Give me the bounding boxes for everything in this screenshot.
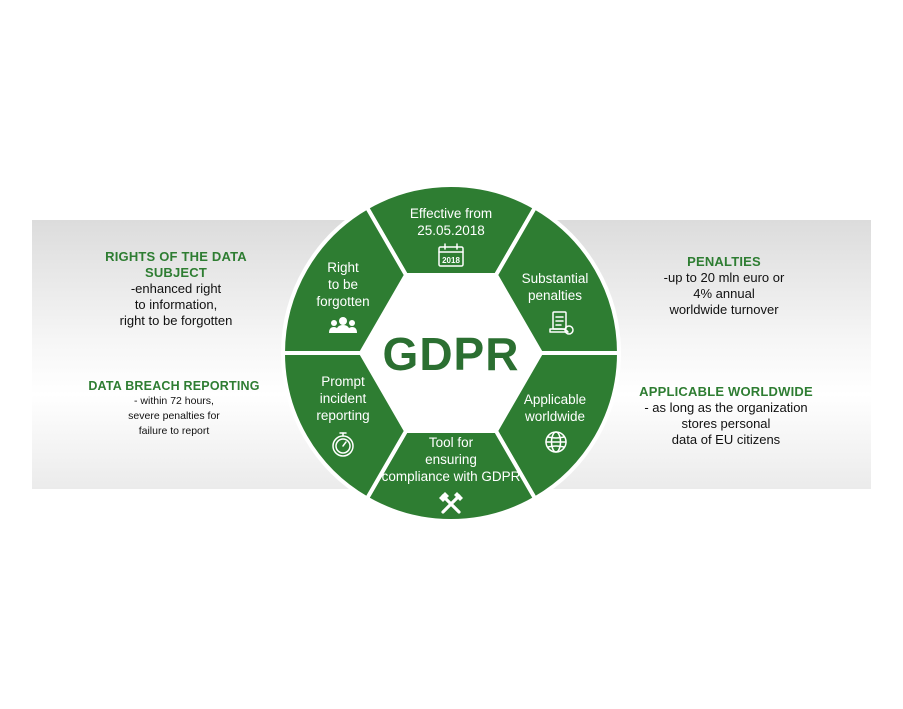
info-breach-body-line: failure to report — [138, 425, 210, 437]
info-worldwide-body-line: - as long as the organization — [644, 400, 808, 415]
info-worldwide-body-line: stores personal — [681, 416, 771, 431]
info-rights-body-line: to information, — [134, 297, 218, 312]
info-rights-heading: RIGHTS OF THE DATA SUBJECT — [62, 249, 290, 281]
info-breach-heading: DATA BREACH REPORTING — [60, 378, 288, 394]
segment-label-line: Substantial — [522, 271, 589, 286]
payment-icon — [549, 311, 574, 335]
info-rights-heading-line: RIGHTS OF THE DATA — [105, 249, 247, 264]
info-rights-body-line: right to be forgotten — [119, 313, 233, 328]
info-worldwide-heading-line: APPLICABLE WORLDWIDE — [639, 384, 813, 399]
info-breach: DATA BREACH REPORTING - within 72 hours,… — [60, 378, 288, 439]
info-penalties: PENALTIES -up to 20 mln euro or 4% annua… — [610, 254, 838, 318]
segment-label-line: penalties — [528, 288, 582, 303]
info-penalties-body-line: worldwide turnover — [669, 302, 779, 317]
segment-incident-label: Prompt incident reporting — [316, 374, 369, 423]
calendar-year-text: 2018 — [442, 256, 460, 265]
info-penalties-heading-line: PENALTIES — [687, 254, 761, 269]
globe-icon — [545, 431, 567, 453]
center-title: GDPR — [383, 328, 520, 380]
segment-label-line: 25.05.2018 — [417, 223, 485, 238]
segment-label-line: forgotten — [316, 294, 369, 309]
segment-label-line: Effective from — [410, 206, 492, 221]
info-penalties-body-line: 4% annual — [693, 286, 755, 301]
segment-worldwide-label: Applicable worldwide — [524, 392, 586, 424]
segment-penalties-label: Substantial penalties — [522, 271, 589, 303]
info-breach-body: - within 72 hours, severe penalties for … — [60, 394, 288, 439]
segment-label-line: worldwide — [524, 409, 585, 424]
info-rights-body: -enhanced right to information, right to… — [62, 281, 290, 329]
segment-label-line: Prompt — [321, 374, 365, 389]
segment-effective-label: Effective from 25.05.2018 — [410, 206, 492, 238]
segment-forgotten-label: Right to be forgotten — [316, 260, 369, 309]
segment-label-line: reporting — [316, 408, 369, 423]
info-penalties-body: -up to 20 mln euro or 4% annual worldwid… — [610, 270, 838, 318]
info-rights-body-line: -enhanced right — [130, 281, 222, 296]
segment-label-line: to be — [328, 277, 358, 292]
info-breach-body-line: - within 72 hours, — [134, 395, 214, 407]
info-breach-body-line: severe penalties for — [128, 410, 220, 422]
tools-icon — [439, 492, 463, 514]
info-worldwide-body: - as long as the organization stores per… — [612, 400, 840, 448]
info-worldwide-heading: APPLICABLE WORLDWIDE — [612, 384, 840, 400]
segment-label-line: ensuring — [425, 452, 477, 467]
stopwatch-icon — [332, 432, 354, 457]
info-penalties-body-line: -up to 20 mln euro or — [663, 270, 785, 285]
info-worldwide: APPLICABLE WORLDWIDE - as long as the or… — [612, 384, 840, 448]
segment-label-line: compliance with GDPR — [382, 469, 521, 484]
info-penalties-heading: PENALTIES — [610, 254, 838, 270]
segment-label-line: Applicable — [524, 392, 586, 407]
segment-label-line: incident — [320, 391, 367, 406]
calendar-icon: 2018 — [438, 243, 464, 267]
info-breach-heading-line: DATA BREACH REPORTING — [88, 379, 260, 393]
people-icon — [329, 317, 357, 333]
info-rights: RIGHTS OF THE DATA SUBJECT -enhanced rig… — [62, 249, 290, 329]
segment-tool-label: Tool for ensuring compliance with GDPR — [382, 435, 521, 484]
info-rights-heading-line: SUBJECT — [144, 265, 208, 280]
segment-label-line: Right — [327, 260, 359, 275]
info-worldwide-body-line: data of EU citizens — [671, 432, 781, 447]
segment-forgotten — [281, 205, 408, 355]
segment-label-line: Tool for — [429, 435, 474, 450]
